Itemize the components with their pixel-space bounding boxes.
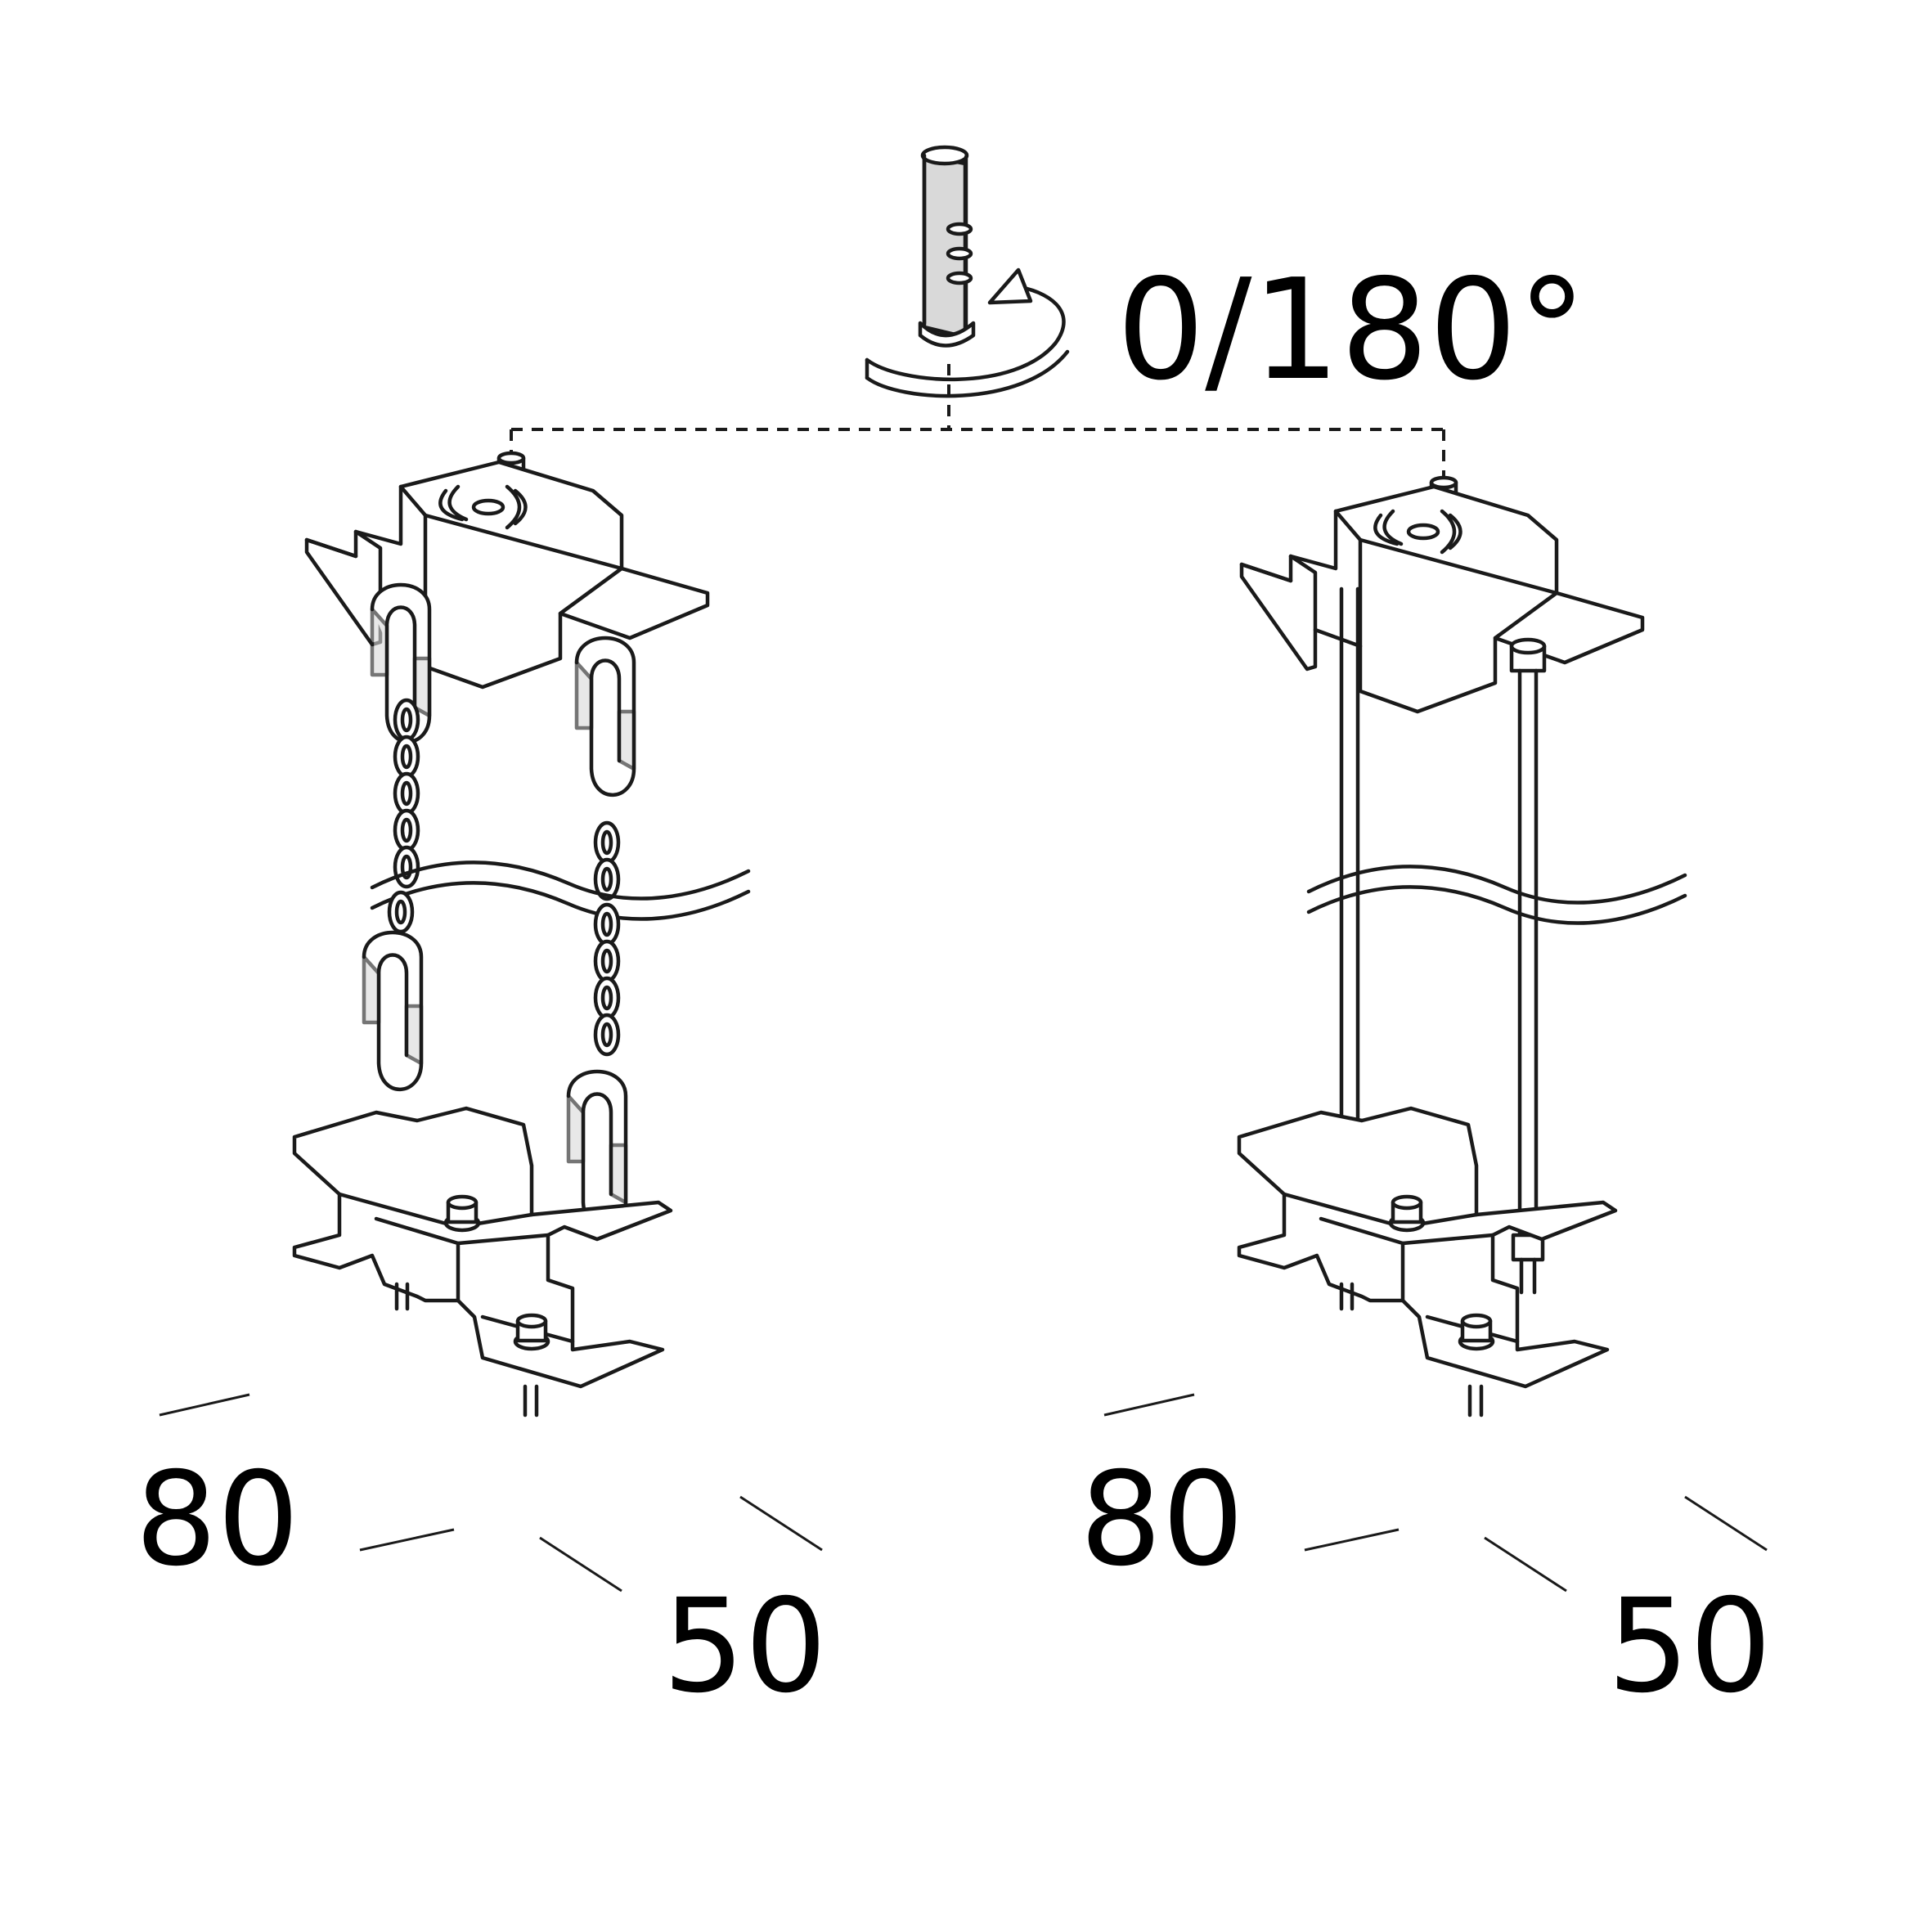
carabiner-top-right bbox=[577, 638, 634, 795]
rotation-arrow-icon bbox=[865, 267, 1070, 398]
break-symbol bbox=[372, 862, 748, 919]
bottom-clamp bbox=[1239, 1108, 1615, 1415]
chain-left-upper bbox=[395, 700, 418, 887]
anchor-bolt-icon bbox=[918, 145, 976, 348]
dimension-80-left: 80 bbox=[135, 1445, 299, 1595]
dimension-80-right: 80 bbox=[1080, 1445, 1244, 1595]
rod-assembly bbox=[1103, 475, 1768, 1593]
threaded-rod-right bbox=[1509, 637, 1547, 1295]
chain-assembly bbox=[159, 451, 823, 1593]
chain-right-lower bbox=[595, 905, 618, 1054]
carabiner-bottom-left bbox=[364, 932, 421, 1090]
dimension-50-right: 50 bbox=[1607, 1571, 1772, 1722]
top-bracket bbox=[307, 462, 708, 687]
break-symbol bbox=[1309, 866, 1685, 923]
top-bracket bbox=[1242, 487, 1642, 712]
chain-right-upper bbox=[595, 823, 618, 899]
dimension-50-left: 50 bbox=[663, 1571, 827, 1722]
rotation-label: 0/180° bbox=[1117, 249, 1587, 411]
chain-left-lower bbox=[389, 892, 412, 932]
